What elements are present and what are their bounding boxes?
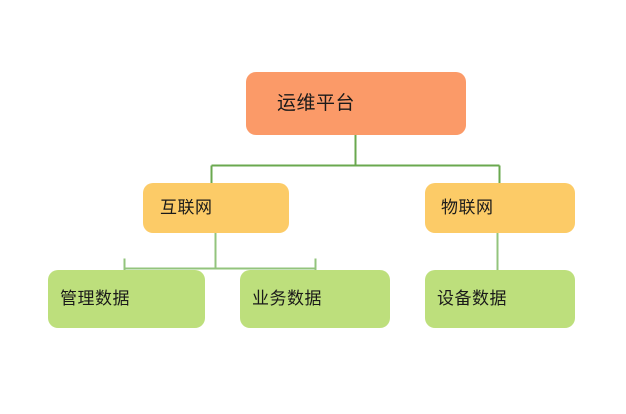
node-label: 设备数据: [437, 288, 507, 309]
edge-internet-to-level3: [123, 233, 317, 271]
node-label: 管理数据: [60, 288, 130, 309]
node-label: 互联网: [160, 197, 213, 218]
node-business-data[interactable]: 业务数据: [240, 270, 390, 328]
node-management-data[interactable]: 管理数据: [48, 270, 205, 328]
node-label: 运维平台: [277, 92, 356, 115]
node-iot[interactable]: 物联网: [425, 183, 575, 233]
node-device-data[interactable]: 设备数据: [425, 270, 575, 328]
node-label: 物联网: [441, 197, 494, 218]
node-label: 业务数据: [252, 288, 322, 309]
node-root-operations-platform[interactable]: 运维平台: [246, 72, 466, 135]
edge-root-to-level2: [210, 135, 501, 184]
node-internet[interactable]: 互联网: [143, 183, 289, 233]
